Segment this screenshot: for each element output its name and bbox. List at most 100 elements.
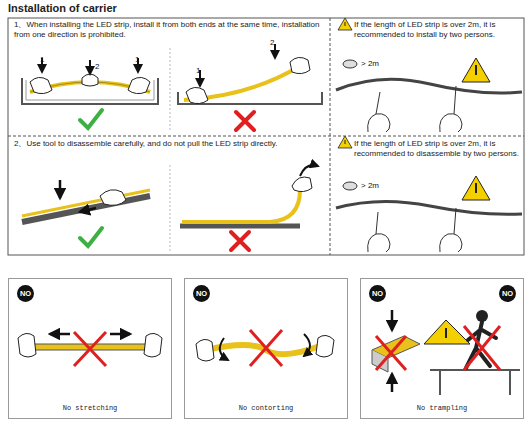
drawn-shape — [59, 180, 62, 198]
badge-text: NO — [17, 285, 34, 302]
drawn-shape — [391, 310, 394, 330]
drawn-shape — [304, 334, 310, 356]
panel-frame — [8, 18, 524, 255]
drawn-shape — [100, 190, 126, 206]
drawn-shape — [336, 201, 522, 214]
disassemble-correct — [22, 180, 150, 246]
drawn-shape — [343, 60, 357, 68]
drawn-shape — [445, 328, 447, 338]
callout-number: 1 — [40, 55, 44, 64]
drawn-shape — [330, 18, 331, 255]
callout-number: 2 — [95, 62, 99, 71]
drawn-shape — [462, 58, 490, 82]
drawn-shape — [464, 326, 500, 370]
warning-panel: If the length of LED strip is over 2m, i… — [354, 139, 520, 159]
drawn-shape — [80, 228, 102, 246]
drawn-shape — [231, 232, 249, 250]
drawn-shape — [345, 140, 346, 144]
instruction-text: If the length of LED strip is over 2m, i… — [354, 139, 520, 159]
prohibition-box: No stretching NO — [8, 278, 172, 419]
drawn-shape — [376, 86, 456, 114]
drawn-shape — [170, 48, 171, 132]
drawn-shape — [376, 336, 406, 370]
no-badge: NO — [193, 285, 210, 302]
length-note: > 2m — [361, 181, 379, 190]
drawn-shape — [182, 190, 300, 222]
callout-number: 2 — [270, 38, 274, 47]
drawn-shape — [170, 165, 171, 252]
prohibition-box: No trampling NO NO — [360, 278, 524, 419]
badge-text: NO — [369, 285, 386, 302]
length-note: > 2m — [361, 59, 379, 68]
drawn-shape — [82, 74, 98, 86]
drawn-shape — [316, 335, 334, 357]
callout-number: 1 — [135, 55, 139, 64]
drawn-shape — [391, 374, 394, 392]
install-wrong — [178, 44, 322, 130]
badge-text: NO — [499, 285, 516, 302]
drawn-shape — [475, 183, 477, 193]
drawn-shape — [290, 57, 310, 73]
drawn-shape — [368, 234, 390, 252]
drawn-shape — [80, 110, 102, 128]
drawn-shape — [430, 370, 520, 395]
no-trampling-figure — [372, 310, 520, 395]
instruction-panel: 1、When installing the LED strip, install… — [14, 20, 324, 40]
drawn-shape — [220, 338, 228, 360]
title: Installation of carrier — [8, 2, 117, 14]
two-person-disassemble — [336, 136, 522, 252]
callout-number: 1 — [196, 66, 200, 75]
drawn-shape — [74, 332, 106, 366]
drawn-shape — [22, 190, 150, 216]
drawn-shape — [338, 18, 352, 30]
drawn-shape — [8, 136, 524, 137]
drawn-shape — [22, 196, 150, 222]
drawn-shape — [89, 60, 91, 74]
instruction-panel: 2、Use tool to disassemble carefully, and… — [14, 139, 324, 149]
drawn-shape — [424, 320, 470, 344]
install-correct — [22, 58, 158, 128]
instruction-text: If the length of LED strip is over 2m, i… — [354, 20, 520, 40]
drawn-shape — [475, 65, 477, 75]
drawn-shape — [336, 79, 522, 93]
drawn-shape — [30, 77, 52, 93]
no-badge: NO — [17, 285, 34, 302]
drawn-shape — [440, 234, 462, 252]
drawn-shape — [110, 333, 130, 336]
instruction-text: No contorting — [185, 404, 347, 413]
drawn-shape — [250, 330, 282, 366]
instruction-text: No trampling — [361, 404, 523, 413]
drawn-shape — [128, 77, 150, 93]
drawn-shape — [368, 114, 390, 132]
instruction-text: 1、When installing the LED strip, install… — [14, 20, 324, 40]
drawn-shape — [300, 165, 318, 176]
drawn-shape — [343, 182, 357, 190]
disassemble-wrong — [180, 165, 318, 250]
drawn-shape — [80, 208, 96, 212]
drawn-shape — [144, 333, 162, 357]
drawn-shape — [180, 224, 300, 229]
drawn-shape — [292, 177, 312, 192]
prohibition-box: No contorting NO — [184, 278, 348, 419]
instruction-text: No stretching — [9, 404, 171, 413]
no-contorting-figure — [196, 330, 334, 366]
drawn-shape — [50, 333, 70, 336]
no-badge: NO — [499, 285, 516, 302]
warning-panel: If the length of LED strip is over 2m, i… — [354, 20, 520, 40]
no-badge: NO — [369, 285, 386, 302]
two-person-install — [336, 18, 522, 132]
no-stretching-figure — [18, 332, 162, 366]
drawn-shape — [345, 22, 346, 26]
drawn-shape — [18, 333, 36, 357]
drawn-shape — [376, 208, 456, 234]
drawn-shape — [440, 114, 462, 132]
drawn-shape — [196, 339, 214, 361]
drawn-shape — [186, 87, 208, 103]
drawn-shape — [236, 112, 254, 130]
drawn-shape — [462, 176, 490, 200]
drawn-shape — [338, 136, 352, 148]
instruction-text: 2、Use tool to disassemble carefully, and… — [14, 139, 324, 149]
drawn-shape — [8, 18, 524, 255]
